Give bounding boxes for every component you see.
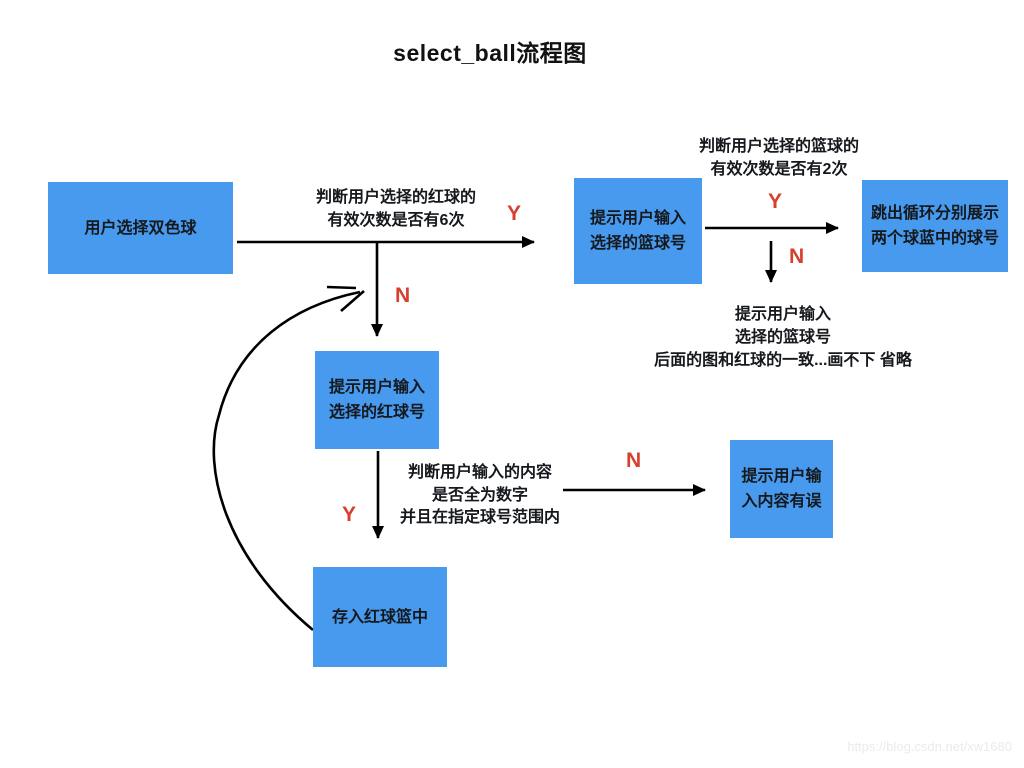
condition-redball-valid-count: 判断用户选择的红球的 有效次数是否有6次 [315,189,476,229]
note-basketball-omitted: 提示用户输入 选择的篮球号 后面的图和红球的一致...画不下 省略 [654,306,912,369]
node-store-redball: 存入红球篮中 [313,567,447,667]
page-title: select_ball流程图 [393,40,587,66]
node-label: 跳出循环分别展示 两个球蓝中的球号 [870,205,999,247]
node-label: 提示用户输 入内容有误 [741,468,822,510]
branch-label-basket-yes: Y [768,190,783,213]
node-label: 提示用户输入 选择的篮球号 [589,210,686,252]
arrow-loop-back-dash [326,285,357,290]
node-label: 提示用户输入 选择的红球号 [328,379,425,421]
branch-label-red-yes: Y [507,202,522,225]
branch-label-basket-no: N [789,245,805,268]
condition-basketball-valid-count: 判断用户选择的篮球的 有效次数是否有2次 [698,138,859,178]
branch-label-red-no: N [395,284,411,307]
watermark-url: https://blog.csdn.net/xw1680 [847,739,1012,754]
node-label: 存入红球篮中 [331,608,428,626]
arrow-loop-back [212,290,361,632]
node-prompt-redball-number: 提示用户输入 选择的红球号 [315,351,439,449]
node-exit-loop-show-balls: 跳出循环分别展示 两个球蓝中的球号 [862,180,1008,272]
arrow-loop-back-barb [340,290,365,312]
node-label: 用户选择双色球 [84,219,197,237]
node-input-error: 提示用户输 入内容有误 [730,440,833,538]
branch-label-input-yes: Y [342,503,357,526]
node-user-select-ball: 用户选择双色球 [48,182,233,274]
branch-label-input-no: N [626,449,642,472]
condition-input-valid: 判断用户输入的内容 是否全为数字 并且在指定球号范围内 [399,464,560,526]
node-prompt-basketball-number: 提示用户输入 选择的篮球号 [574,178,702,284]
